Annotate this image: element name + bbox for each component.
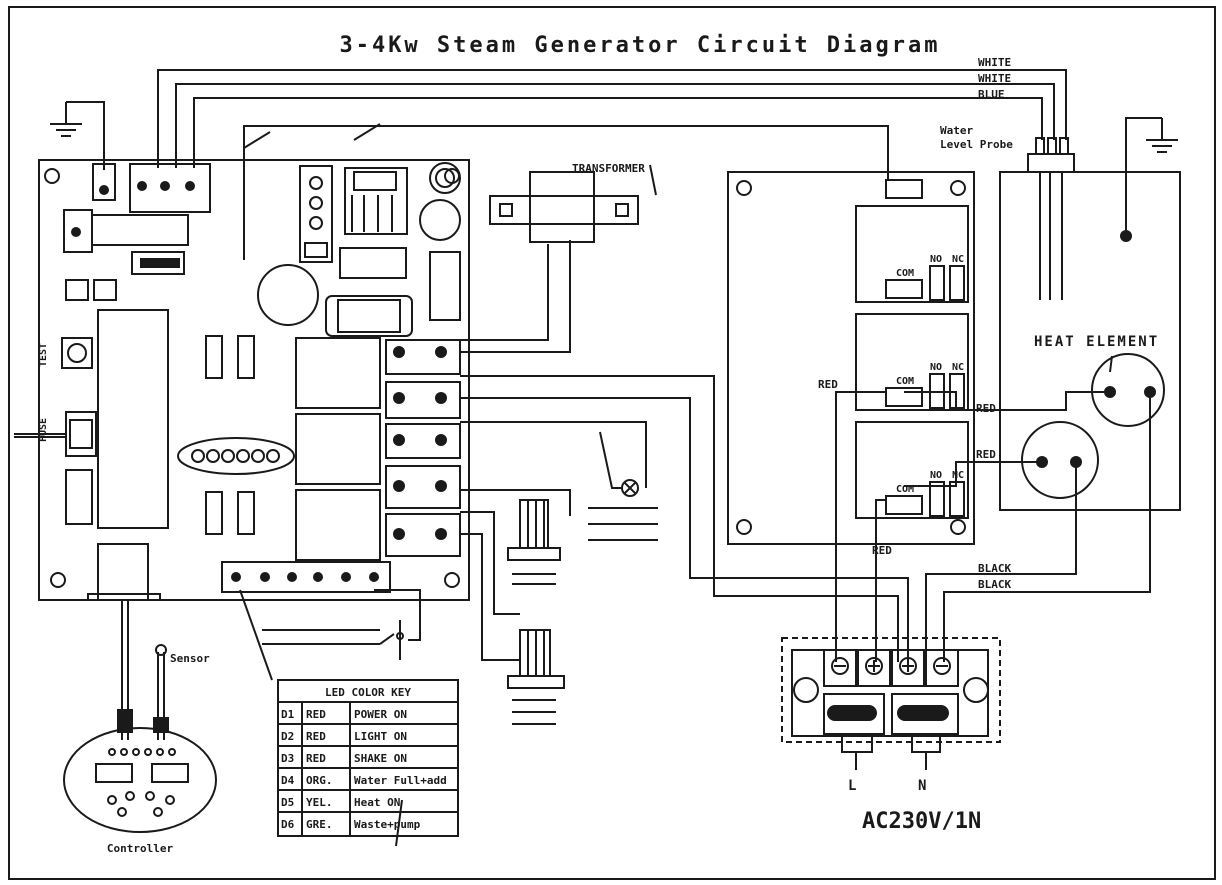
led-key-row: D1 RED POWER ON <box>281 708 407 721</box>
wire-white-label-2: WHITE <box>978 72 1011 85</box>
wire-black-label-1: BLACK <box>978 562 1011 575</box>
relay-labels: COM NO NC COM NO NC COM NO NC <box>896 254 964 495</box>
no-label-3: NO <box>930 470 942 481</box>
transformer-label: TRANSFORMER <box>572 162 645 175</box>
ground-symbol-left <box>50 101 105 170</box>
supply-voltage-label: AC230V/1N <box>862 809 981 834</box>
com-label-3: COM <box>896 484 914 495</box>
led-key-meaning: Water Full+add <box>354 774 447 787</box>
led-key-row: D2 RED LIGHT ON <box>281 730 407 743</box>
wires <box>14 69 1151 740</box>
water-level-probe-label-2: Level Probe <box>940 138 1013 151</box>
diagram-title: 3-4Kw Steam Generator Circuit Diagram <box>339 33 940 58</box>
fuse-label: FUSE <box>38 418 49 442</box>
led-key-id: D1 <box>281 708 295 721</box>
led-key-meaning: POWER ON <box>354 708 407 721</box>
led-key-title: LED COLOR KEY <box>325 686 411 699</box>
wire-red-label-2: RED <box>976 402 996 415</box>
sensor-label: Sensor <box>170 652 210 665</box>
board-terminal-screws <box>71 181 447 582</box>
no-label-1: NO <box>930 254 942 265</box>
nc-label-2: NC <box>952 362 964 373</box>
nc-label-1: NC <box>952 254 964 265</box>
controller-label: Controller <box>107 842 174 855</box>
led-key-row: D6 GRE. Waste+pump <box>281 818 421 831</box>
led-key-meaning: LIGHT ON <box>354 730 407 743</box>
wire-black-label-2: BLACK <box>978 578 1011 591</box>
led-key-row: D3 RED SHAKE ON <box>281 752 407 765</box>
led-key-color: YEL. <box>306 796 333 809</box>
wire-blue-label: BLUE <box>978 88 1005 101</box>
led-color-key-table <box>277 679 459 847</box>
led-key-color: RED <box>306 708 326 721</box>
heat-element-label: HEAT ELEMENT <box>1034 334 1159 350</box>
led-key-rows: D1 RED POWER ON D2 RED LIGHT ON D3 RED S… <box>281 708 447 831</box>
led-key-color: GRE. <box>306 818 333 831</box>
neutral-label: N <box>918 778 928 794</box>
led-key-id: D3 <box>281 752 294 765</box>
com-label-1: COM <box>896 268 914 279</box>
nc-label-3: NC <box>952 470 964 481</box>
steam-tank <box>999 137 1181 511</box>
transformer <box>489 164 657 243</box>
water-level-probe-label-1: Water <box>940 124 973 137</box>
led-key-meaning: Heat ON <box>354 796 400 809</box>
no-label-2: NO <box>930 362 942 373</box>
led-key-id: D5 <box>281 796 294 809</box>
led-key-id: D2 <box>281 730 294 743</box>
test-label: TEST <box>38 343 49 367</box>
led-key-color: RED <box>306 730 326 743</box>
mains-terminal-block <box>781 637 1001 770</box>
wire-white-label-1: WHITE <box>978 56 1011 69</box>
led-key-color: RED <box>306 752 326 765</box>
led-key-meaning: SHAKE ON <box>354 752 407 765</box>
outer-frame <box>8 6 1216 880</box>
led-key-id: D4 <box>281 774 295 787</box>
led-key-meaning: Waste+pump <box>354 818 421 831</box>
led-key-id: D6 <box>281 818 295 831</box>
ground-symbol-right <box>1125 117 1178 236</box>
main-control-board <box>38 159 470 601</box>
led-key-color: ORG. <box>306 774 333 787</box>
com-label-2: COM <box>896 376 914 387</box>
wire-red-label-3: RED <box>976 448 996 461</box>
wire-red-label-1: RED <box>818 378 838 391</box>
controller-panel <box>63 727 217 833</box>
contactor-board <box>727 171 975 545</box>
line-label: L <box>848 778 858 794</box>
wire-red-label-4: RED <box>872 544 892 557</box>
led-key-row: D5 YEL. Heat ON <box>281 796 400 809</box>
led-key-row: D4 ORG. Water Full+add <box>281 774 447 787</box>
